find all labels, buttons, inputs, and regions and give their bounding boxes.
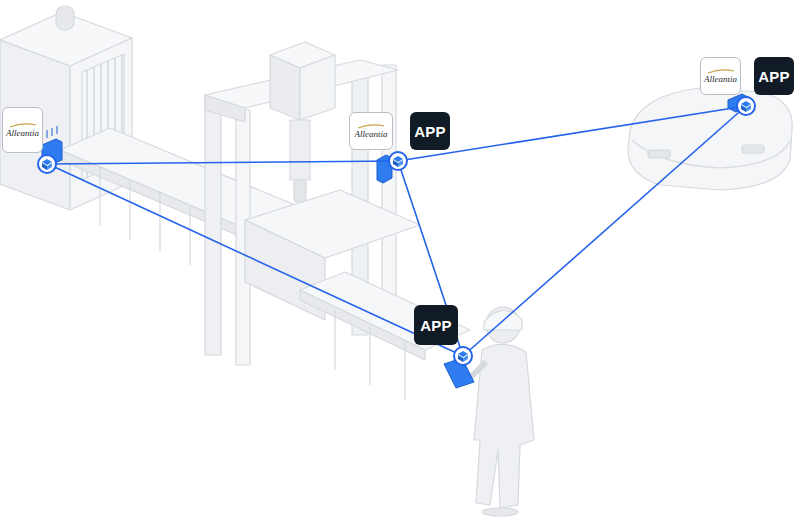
conveyor-leg bbox=[334, 310, 335, 370]
conveyor-leg bbox=[129, 180, 130, 240]
conveyor-leg bbox=[404, 342, 405, 400]
logo-badge: Alleantia bbox=[2, 107, 43, 153]
conveyor-leg bbox=[99, 166, 100, 225]
agv-edge bbox=[632, 140, 790, 168]
app-badge: APP bbox=[754, 57, 794, 95]
app-label: APP bbox=[420, 318, 452, 333]
network-link bbox=[48, 161, 398, 164]
app-label: APP bbox=[758, 69, 790, 84]
conveyor-side bbox=[300, 290, 425, 360]
agv-body bbox=[628, 88, 792, 190]
gateway-antenna bbox=[47, 130, 48, 138]
gantry-post bbox=[382, 65, 396, 315]
machine-front bbox=[0, 40, 70, 210]
robot-spindle bbox=[290, 120, 310, 180]
person-feet bbox=[482, 508, 518, 516]
robot-head-front bbox=[270, 55, 300, 120]
agv-sensor bbox=[648, 150, 670, 158]
agv-sensor bbox=[742, 145, 764, 153]
robot-tool bbox=[294, 180, 306, 202]
hub-icon bbox=[737, 97, 755, 115]
network-link bbox=[48, 164, 463, 356]
logo-text: Alleantia bbox=[355, 130, 388, 139]
conveyor-leg bbox=[159, 192, 160, 252]
app-badge: APP bbox=[414, 305, 458, 345]
logo-swoosh bbox=[9, 123, 37, 128]
machine-lamp bbox=[56, 6, 74, 30]
network-link bbox=[463, 106, 746, 356]
logo-text: Alleantia bbox=[6, 129, 39, 138]
conveyor-leg bbox=[189, 205, 190, 265]
robot-head-side bbox=[300, 55, 335, 120]
gateway-antenna bbox=[52, 128, 53, 136]
gantry-beam-side bbox=[205, 95, 245, 122]
conveyor-leg bbox=[369, 326, 370, 385]
hub-icon bbox=[38, 155, 56, 173]
gantry-post bbox=[205, 95, 221, 355]
app-label: APP bbox=[414, 124, 446, 139]
network-link bbox=[398, 161, 463, 356]
hub-icon bbox=[389, 152, 407, 170]
gateway-antenna bbox=[57, 126, 58, 134]
logo-badge: Alleantia bbox=[700, 57, 741, 95]
hub-icon bbox=[454, 347, 472, 365]
logo-swoosh bbox=[357, 124, 385, 129]
logo-badge: Alleantia bbox=[349, 112, 393, 150]
app-badge: APP bbox=[410, 112, 450, 150]
logo-swoosh bbox=[707, 69, 735, 74]
logo-text: Alleantia bbox=[704, 75, 737, 84]
